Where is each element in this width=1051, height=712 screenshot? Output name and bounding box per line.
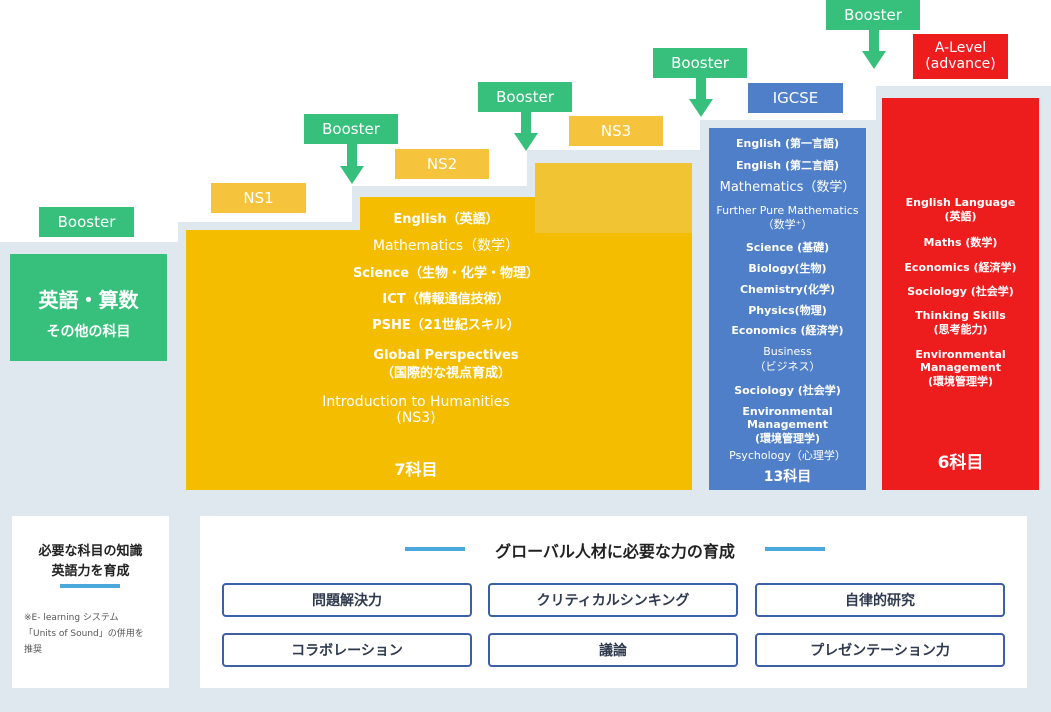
- booster-tag-2: Booster: [478, 82, 572, 112]
- ns1-tag: NS1: [211, 183, 306, 213]
- booster-tag-1: Booster: [304, 114, 398, 144]
- blue-pillar: [709, 128, 866, 490]
- global-skills-heading: グローバル人材に必要な力の育成: [495, 542, 735, 561]
- yellow-item-ict: ICT（情報通信技術）: [382, 292, 510, 307]
- blue-item-business: Business: [763, 345, 812, 358]
- yellow-pillar-step-ns2: [360, 197, 546, 233]
- booster-tag-4: Booster: [826, 0, 920, 30]
- blue-item-management: Management: [747, 418, 828, 431]
- yellow-item-mathematics: Mathematics（数学）: [372, 238, 520, 254]
- red-pillar: [882, 98, 1039, 490]
- red-pillar-count: 6科目: [937, 453, 984, 473]
- blue-item-science: Science (基礎): [745, 241, 830, 254]
- skill-critical-thinking: クリティカルシンキング: [488, 583, 738, 617]
- blue-item-economics: Economics (経済学): [731, 324, 844, 337]
- knowledge-underline: [60, 584, 120, 588]
- blue-pillar-count: 13科目: [763, 469, 812, 485]
- yellow-item-global-perspectives-jp: （国際的な視点育成）: [380, 366, 511, 381]
- yellow-item-english: English（英語）: [393, 212, 499, 227]
- a-level-line1: A-Level: [934, 40, 987, 56]
- down-arrow-icon: [340, 144, 364, 184]
- knowledge-heading-1: 必要な科目の知識: [38, 544, 143, 559]
- blue-item-env-mgmt-jp: (環境管理学): [754, 432, 821, 445]
- igcse-tag: IGCSE: [748, 83, 843, 113]
- blue-item-business-jp: （ビジネス）: [754, 360, 821, 373]
- red-item-english-language: English Language: [905, 196, 1016, 209]
- blue-item-english-first: English (第一言語): [735, 137, 840, 150]
- down-arrow-icon: [689, 77, 713, 117]
- a-level-line2: (advance): [925, 56, 996, 72]
- heading-line-right: [765, 547, 825, 551]
- blue-item-biology: Biology(生物): [748, 262, 827, 275]
- yellow-item-global-perspectives: Global Perspectives: [373, 348, 519, 363]
- knowledge-note-2: 「Units of Sound」の併用を: [24, 629, 144, 639]
- blue-item-further-pure-math: Further Pure Mathematics: [716, 204, 859, 217]
- booster-tag-3: Booster: [653, 48, 747, 78]
- blue-item-psychology: Psychology（心理学）: [729, 449, 846, 462]
- knowledge-heading-2: 英語力を育成: [51, 564, 130, 579]
- a-level-tag: A-Level (advance): [913, 34, 1008, 79]
- blue-item-physics: Physics(物理): [748, 304, 827, 317]
- knowledge-note-3: 推奨: [24, 645, 43, 655]
- red-item-sociology: Sociology (社会学): [907, 285, 1014, 298]
- yellow-item-science: Science（生物・化学・物理）: [352, 266, 540, 281]
- red-item-english-jp: (英語): [944, 210, 977, 223]
- skill-collaboration: コラボレーション: [222, 633, 472, 667]
- skill-presentation: プレゼンテーション力: [755, 633, 1005, 667]
- red-item-management: Management: [920, 361, 1001, 374]
- blue-item-mathematics: Mathematics（数学）: [719, 180, 856, 195]
- red-item-environmental: Environmental: [915, 348, 1006, 361]
- yellow-pillar-count: 7科目: [394, 460, 438, 479]
- skill-problem-solving: 問題解決力: [222, 583, 472, 617]
- knowledge-note-1: ※E- learning システム: [24, 613, 119, 623]
- red-item-economics: Economics (経済学): [904, 261, 1017, 274]
- down-arrow-icon: [862, 29, 886, 69]
- blue-item-environmental: Environmental: [742, 405, 833, 418]
- blue-item-further-pure-math-jp: （数学⁺）: [762, 218, 813, 231]
- blue-item-sociology: Sociology (社会学): [734, 384, 841, 397]
- booster-tag-0: Booster: [39, 207, 134, 237]
- ns2-tag: NS2: [395, 149, 489, 179]
- heading-line-left: [405, 547, 465, 551]
- skill-discussion: 議論: [488, 633, 738, 667]
- yellow-item-pshe: PSHE（21世紀スキル）: [372, 318, 520, 333]
- foundation-title: 英語・算数: [38, 288, 139, 312]
- red-item-thinking-skills-jp: (思考能力): [933, 323, 988, 336]
- foundation-subtitle: その他の科目: [46, 324, 131, 340]
- red-item-maths: Maths (数学): [923, 236, 998, 249]
- yellow-item-humanities-ns3: (NS3): [396, 410, 436, 426]
- foundation-box: 英語・算数 その他の科目: [10, 254, 167, 361]
- blue-item-chemistry: Chemistry(化学): [739, 283, 836, 296]
- knowledge-panel: 必要な科目の知識 英語力を育成 ※E- learning システム 「Units…: [12, 516, 169, 688]
- yellow-pillar-base: [186, 230, 692, 490]
- red-item-env-mgmt-jp: (環境管理学): [927, 375, 994, 388]
- ns3-tag: NS3: [569, 116, 663, 146]
- down-arrow-icon: [514, 111, 538, 151]
- blue-item-english-second: English (第二言語): [735, 159, 840, 172]
- skill-independent-research: 自律的研究: [755, 583, 1005, 617]
- global-skills-panel: グローバル人材に必要な力の育成 問題解決力 クリティカルシンキング 自律的研究 …: [200, 516, 1027, 688]
- yellow-pillar-step-ns3: [535, 163, 692, 233]
- red-item-thinking-skills: Thinking Skills: [915, 309, 1006, 322]
- yellow-item-humanities: Introduction to Humanities: [322, 394, 510, 410]
